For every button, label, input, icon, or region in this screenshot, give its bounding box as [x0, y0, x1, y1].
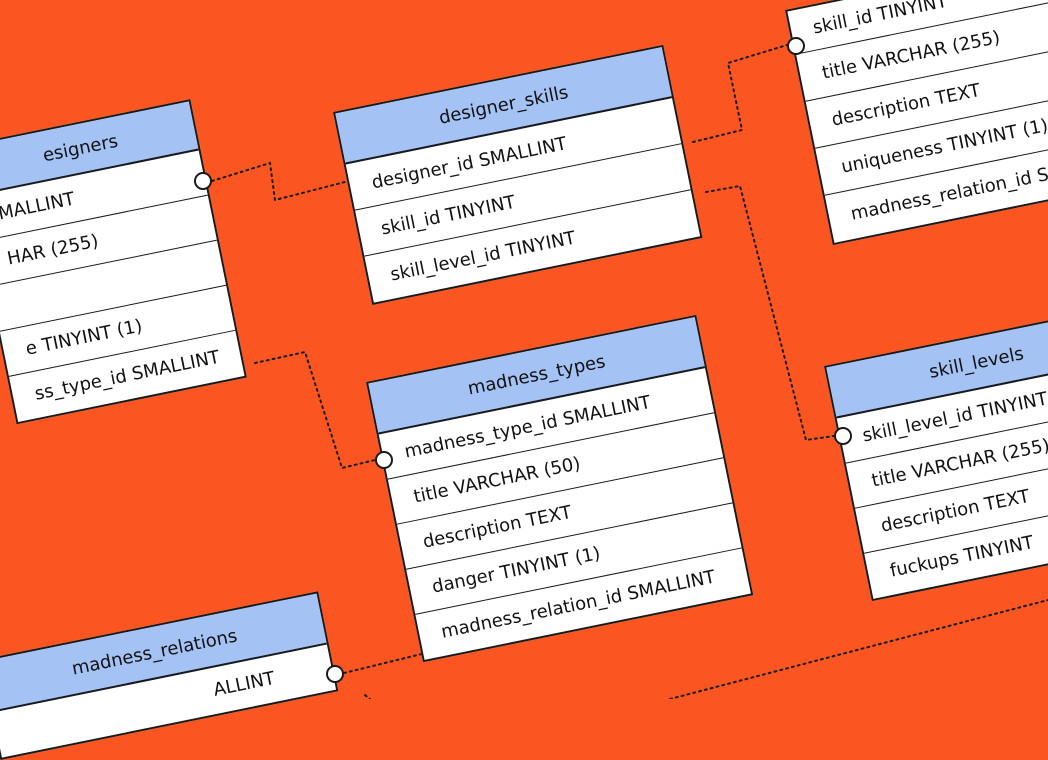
connection-endpoint-icon	[375, 451, 393, 469]
connector-designer-skills-to-skill-levels	[705, 184, 835, 442]
connection-endpoint-icon	[194, 172, 212, 190]
table-skill-levels[interactable]: skill_levels skill_level_id TINYINT titl…	[824, 306, 1048, 602]
connector-designer-skills-to-skills	[692, 44, 788, 143]
table-skills[interactable]: skill_id TINYINT title VARCHAR (255) des…	[785, 0, 1048, 246]
connector-designers-to-madness-types	[254, 350, 376, 470]
connector-bottom-right	[669, 599, 1048, 699]
table-designers[interactable]: esigners MALLINT HAR (255) e TINYINT (1)…	[0, 99, 247, 425]
connection-endpoint-icon	[787, 37, 805, 55]
table-madness-types[interactable]: madness_types madness_type_id SMALLINT t…	[366, 314, 754, 663]
connection-endpoint-icon	[326, 665, 344, 683]
connector-designers-to-designer-skills	[211, 161, 346, 202]
table-designer-skills[interactable]: designer_skills designer_id SMALLINT ski…	[333, 44, 703, 306]
table-madness-relations[interactable]: madness_relations ALLINT	[0, 591, 339, 760]
connection-endpoint-icon	[834, 427, 852, 445]
connector-madness-relations-bottom	[364, 694, 371, 699]
